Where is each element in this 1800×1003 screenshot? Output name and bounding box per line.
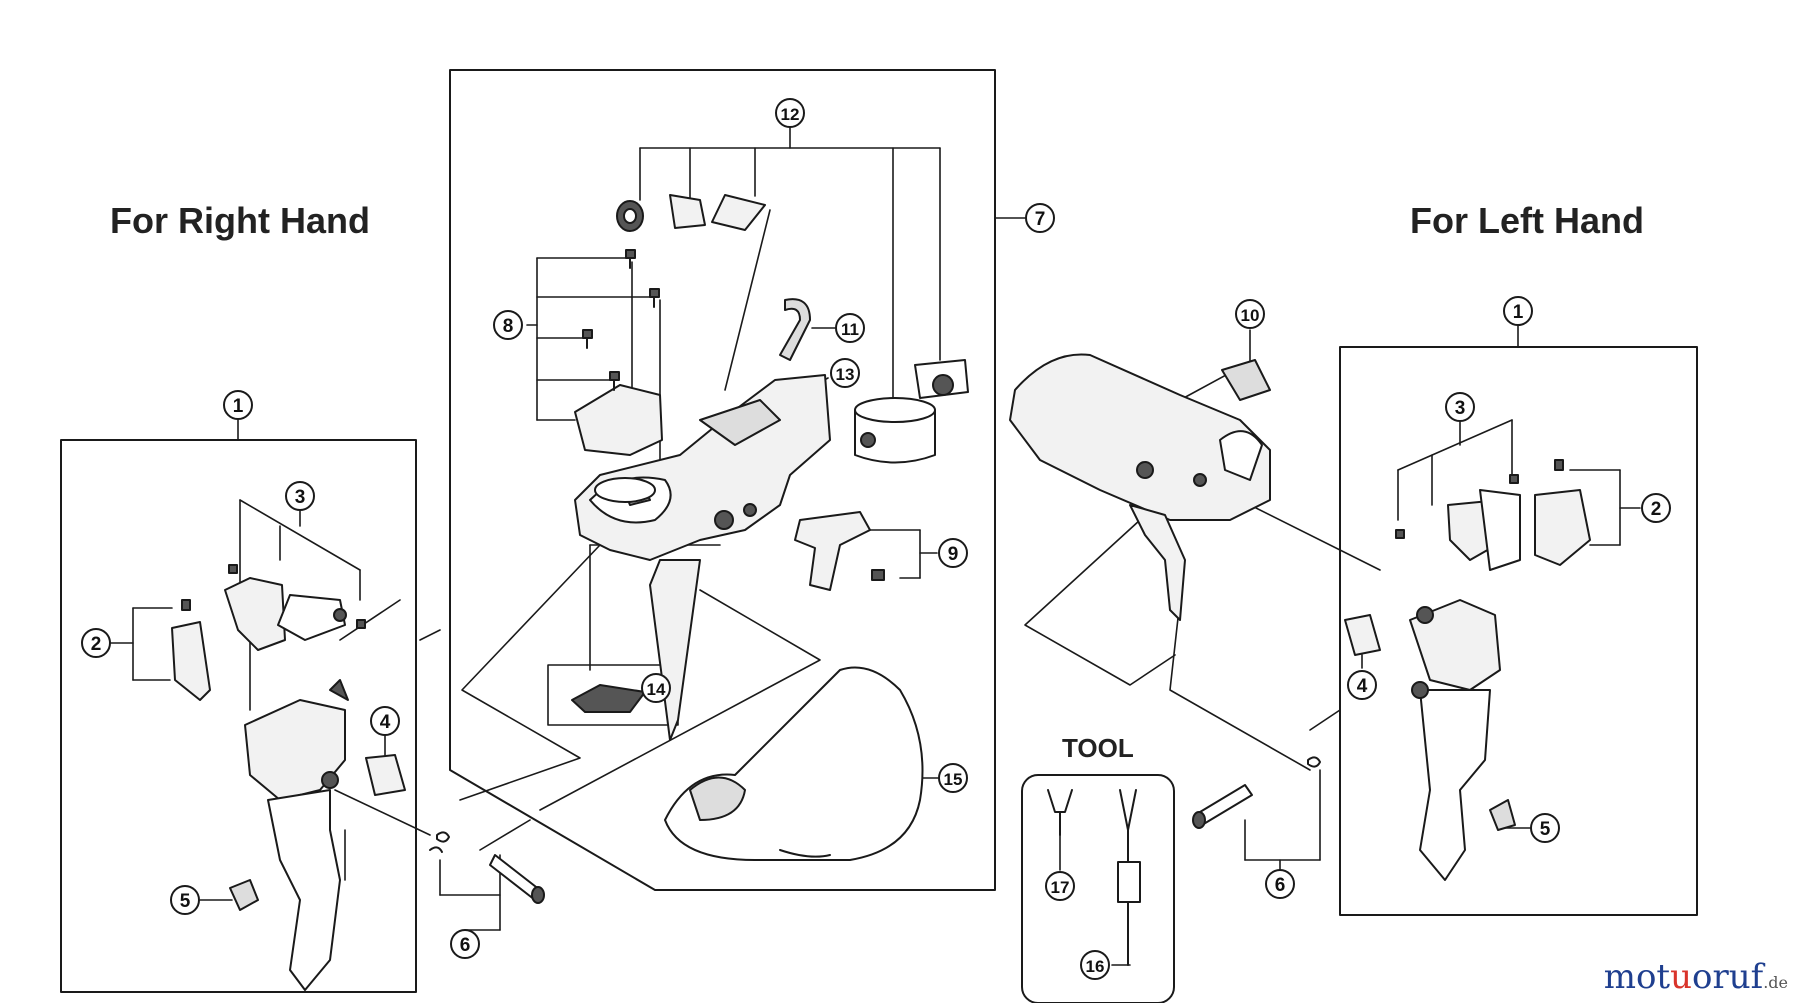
part-right-2-cap <box>171 599 211 701</box>
callout-9-label: 9 <box>948 544 959 565</box>
watermark-text-a: mot <box>1603 957 1671 997</box>
part-12-set <box>616 194 969 399</box>
frame-tool <box>1021 774 1175 1003</box>
part-13-band <box>854 397 936 464</box>
callout-r5-label: 5 <box>180 891 191 912</box>
callout-14-label: 14 <box>647 680 666 699</box>
callout-15: 15 <box>938 763 968 793</box>
callout-14: 14 <box>641 673 671 703</box>
callout-11: 11 <box>835 313 865 343</box>
part-screws-8 <box>582 249 660 391</box>
part-left-5-knob <box>1489 799 1516 831</box>
callout-l3: 3 <box>1445 392 1475 422</box>
part-tool-17 <box>1047 789 1073 836</box>
part-left-lever <box>1409 599 1501 881</box>
callout-l2: 2 <box>1641 493 1671 523</box>
callout-l5: 5 <box>1530 813 1560 843</box>
callout-12: 12 <box>775 98 805 128</box>
callout-13-label: 13 <box>836 365 855 384</box>
callout-t16: 16 <box>1080 950 1110 980</box>
watermark-text-b: oruf <box>1691 957 1764 997</box>
part-right-4-clip <box>365 754 406 796</box>
frame-main-body <box>449 69 996 891</box>
callout-l1-label: 1 <box>1513 302 1524 323</box>
callout-r6-label: 6 <box>460 935 471 956</box>
part-top-cover <box>574 384 663 503</box>
part-left-2-cap <box>1534 459 1591 566</box>
callout-r2-label: 2 <box>91 634 102 655</box>
callout-r2: 2 <box>81 628 111 658</box>
frame-right-hand-lever <box>60 439 417 993</box>
part-9-piece <box>794 511 885 591</box>
part-left-10-piece <box>1221 359 1271 401</box>
callout-l10-label: 10 <box>1241 306 1260 325</box>
heading-right-hand: For Right Hand <box>110 200 370 241</box>
callout-8: 8 <box>493 310 523 340</box>
part-11-spring <box>779 298 811 361</box>
callout-r6: 6 <box>450 929 480 959</box>
watermark-domain: .de <box>1763 973 1788 992</box>
callout-t17: 17 <box>1045 871 1075 901</box>
callout-l4-label: 4 <box>1357 676 1368 697</box>
callout-15-label: 15 <box>944 770 963 789</box>
callout-l4: 4 <box>1347 670 1377 700</box>
callout-8-label: 8 <box>503 316 514 337</box>
callout-r4: 4 <box>370 706 400 736</box>
heading-tool: TOOL <box>1062 733 1134 763</box>
part-right-5-knob <box>229 879 259 911</box>
part-tool-16 <box>1117 789 1141 966</box>
leader-lines <box>109 127 1641 966</box>
part-14-pad <box>571 684 646 713</box>
callout-l6: 6 <box>1265 869 1295 899</box>
callout-r4-label: 4 <box>380 712 391 733</box>
callout-t16-label: 16 <box>1086 957 1105 976</box>
callout-l3-label: 3 <box>1455 398 1466 419</box>
callouts: 1 2 3 4 5 6 7 8 9 11 12 13 14 15 10 1 2 … <box>81 98 1671 980</box>
callout-r3-label: 3 <box>295 487 306 508</box>
callout-7-label: 7 <box>1035 209 1046 230</box>
callout-9: 9 <box>938 538 968 568</box>
callout-l6-label: 6 <box>1275 875 1286 896</box>
part-right-upper-cover <box>224 564 366 651</box>
part-left-main-body <box>1009 353 1271 621</box>
callout-t17-label: 17 <box>1051 878 1070 897</box>
part-left-4-clip <box>1344 614 1381 656</box>
part-right-pin-6 <box>429 831 545 904</box>
callout-l5-label: 5 <box>1540 819 1551 840</box>
callout-7: 7 <box>1025 203 1055 233</box>
part-left-upper-cover <box>1395 474 1521 571</box>
callout-11-label: 11 <box>841 320 859 339</box>
callout-l1: 1 <box>1503 296 1533 326</box>
callout-l2-label: 2 <box>1651 499 1662 520</box>
part-left-pin-6 <box>1192 756 1321 829</box>
callout-r5: 5 <box>170 885 200 915</box>
watermark-text-u: u <box>1670 957 1692 997</box>
callout-r1: 1 <box>223 390 253 420</box>
part-15-hood <box>664 666 924 861</box>
callout-r3: 3 <box>285 481 315 511</box>
frame-left-hand-lever <box>1339 346 1698 916</box>
part-right-lever <box>244 679 349 991</box>
callout-13: 13 <box>830 358 860 388</box>
watermark-logo: motuoruf.de <box>1604 957 1788 997</box>
callout-12-label: 12 <box>781 105 800 124</box>
callout-l10: 10 <box>1235 299 1265 329</box>
callout-r1-label: 1 <box>233 396 244 417</box>
heading-left-hand: For Left Hand <box>1410 200 1644 241</box>
